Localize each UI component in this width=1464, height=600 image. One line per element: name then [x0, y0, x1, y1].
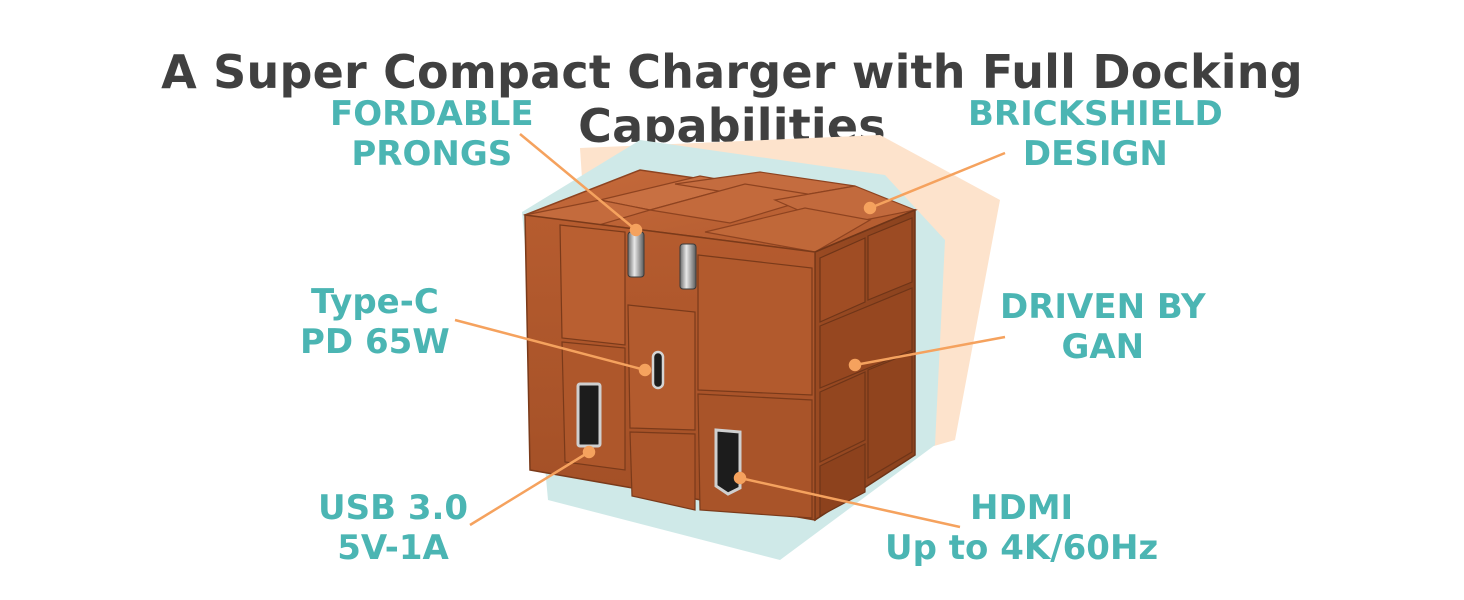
callout-hdmi: HDMI Up to 4K/60Hz [885, 488, 1159, 568]
leader-gan [854, 335, 1006, 367]
callout-leaders [454, 133, 1006, 529]
leader-typec [454, 318, 646, 372]
usb-c-port-icon [651, 350, 665, 390]
callout-usb: USB 3.0 5V-1A [318, 488, 469, 568]
callout-typec: Type-C PD 65W [300, 282, 450, 362]
callout-prongs: FORDABLE PRONGS [330, 94, 534, 174]
leader-prongs [519, 133, 637, 231]
leader-hdmi [739, 476, 961, 529]
callout-gan: DRIVEN BY GAN [1000, 287, 1206, 367]
leader-brickshield [869, 151, 1006, 210]
page-title: A Super Compact Charger with Full Dockin… [161, 44, 1303, 153]
callout-brickshield: BRICKSHIELD DESIGN [968, 94, 1223, 174]
hdmi-port-icon [714, 428, 742, 496]
leader-usb [469, 450, 590, 527]
charger-front-face [524, 214, 816, 521]
prong-icon [627, 231, 697, 290]
charger-side-face [814, 208, 916, 522]
usb-a-port-icon [576, 382, 602, 448]
